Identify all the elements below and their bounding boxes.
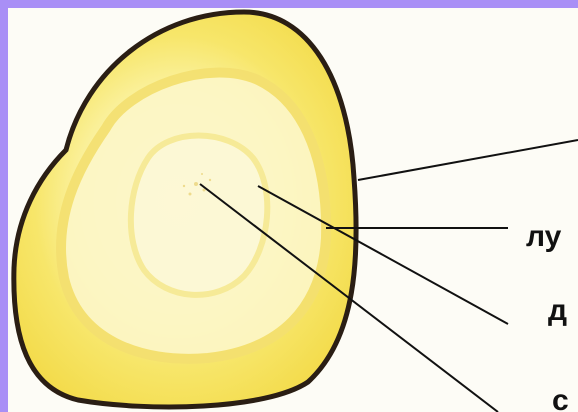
label-1: лу [526,222,561,252]
label-3: с [552,386,569,412]
label-2: д [548,296,567,326]
cross-section-diagram [8,8,578,412]
slide-panel: лу д с [8,8,578,412]
leader-line-1 [358,140,578,180]
core-region [131,136,267,295]
